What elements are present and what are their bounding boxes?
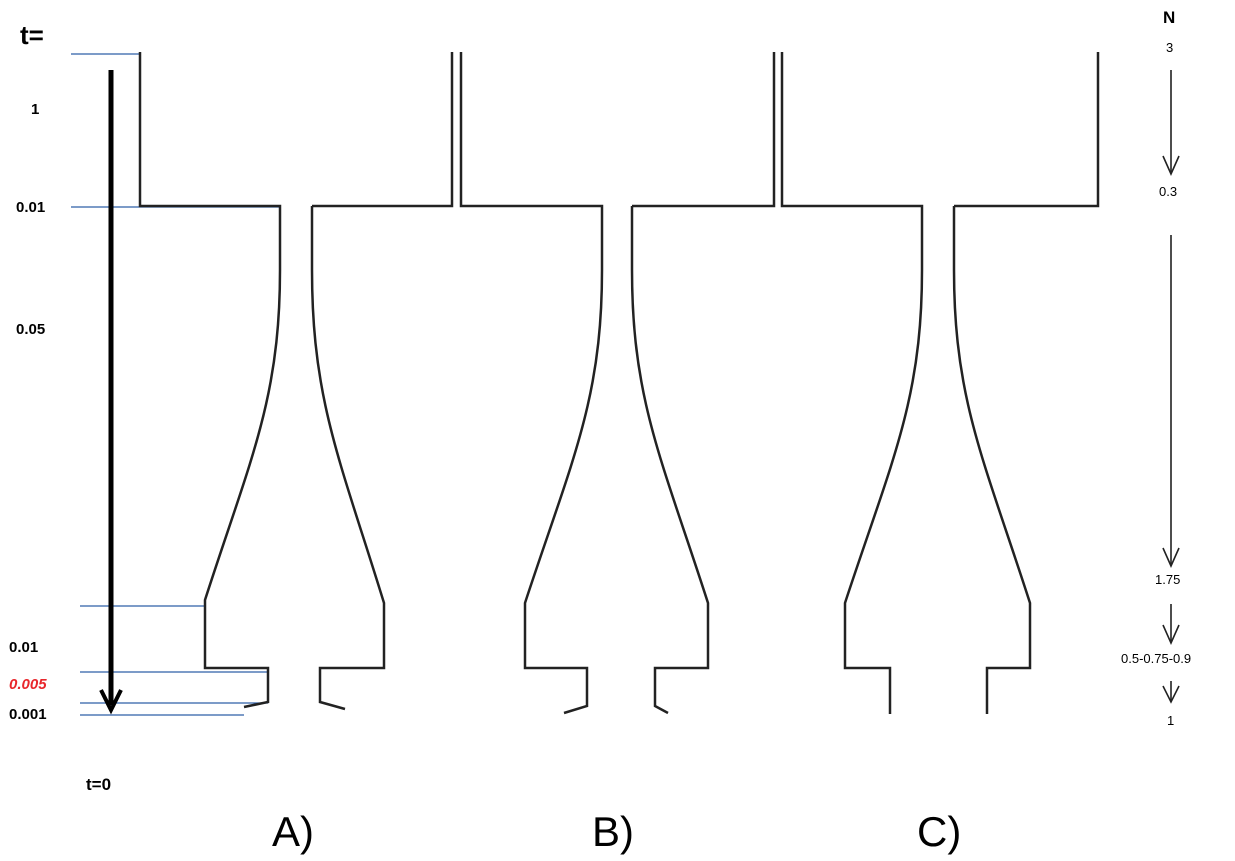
n-value-2: 0.3 — [1159, 184, 1178, 199]
n-value-1: 3 — [1166, 40, 1174, 55]
time-label-6: 0.001 — [9, 706, 47, 723]
tree-a-outline — [138, 52, 386, 711]
time-label-4: 0.01 — [9, 639, 39, 656]
time-axis-footer: t=0 — [86, 775, 112, 794]
tree-b-outline — [312, 52, 710, 715]
panel-label-c: C) — [917, 808, 962, 855]
n-axis-arrows — [1162, 70, 1180, 704]
time-label-2: 0.01 — [16, 199, 46, 216]
time-axis-header: t= — [20, 20, 44, 50]
n-value-4: 0.5-0.75-0.9 — [1121, 651, 1192, 666]
time-guide-lines — [71, 53, 280, 716]
n-value-5: 1 — [1167, 713, 1175, 728]
tree-c-outline — [632, 52, 1100, 714]
time-arrow — [99, 70, 123, 715]
panel-label-b: B) — [592, 808, 634, 855]
n-value-3: 1.75 — [1155, 572, 1181, 587]
n-axis-header: N — [1163, 8, 1176, 27]
time-label-5: 0.005 — [9, 676, 47, 693]
time-label-1: 1 — [31, 101, 40, 118]
time-label-3: 0.05 — [16, 321, 46, 338]
panel-label-a: A) — [272, 808, 314, 855]
